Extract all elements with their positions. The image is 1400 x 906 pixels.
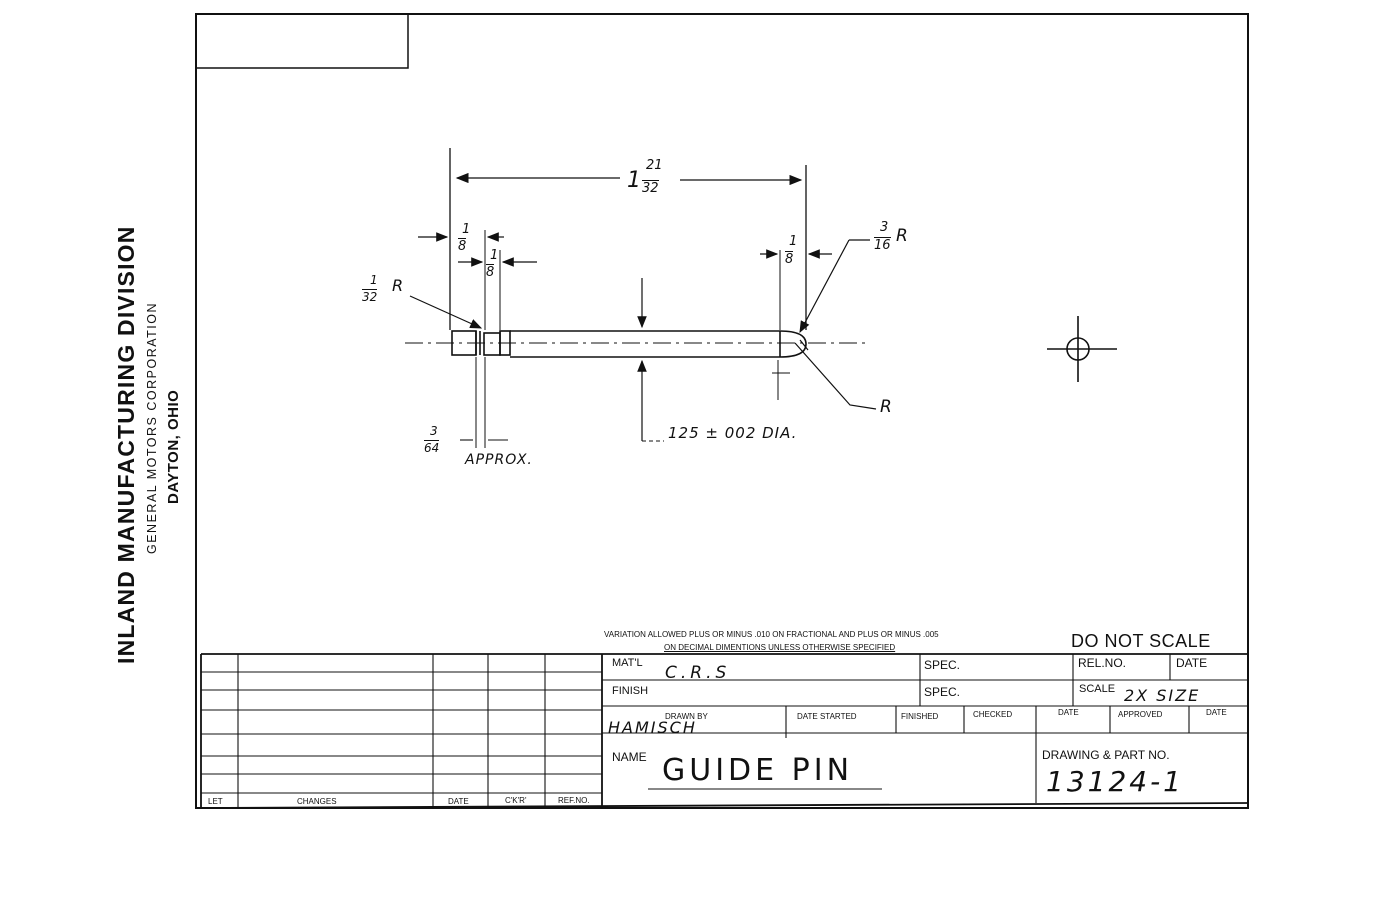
finished-label: FINISHED [901,712,939,721]
spec-label-2: SPEC. [924,685,961,699]
length-denominator: 32 [642,180,659,196]
do-not-scale: DO NOT SCALE [1071,631,1211,651]
date-label-3: DATE [1206,708,1227,717]
groove-width-den: 8 [486,264,495,280]
tip-offset-num: 1 [789,234,798,249]
date-label-1: DATE [1176,656,1208,670]
scale-value: 2X SIZE [1124,686,1201,705]
tip-radius-den: 16 [874,237,891,253]
end-radius-note: R [880,397,892,417]
material-value: C.R.S [665,663,731,683]
name-label: NAME [612,750,647,764]
release-number-label: REL.NO. [1078,656,1127,670]
drawn-by-value: HAMISCH [608,718,697,737]
drawing-part-number-value: 13124-1 [1046,765,1184,798]
date-started-label: DATE STARTED [797,712,857,721]
drawn-by-label: DRAWN BY [665,712,708,721]
revision-ref-no-header: REF.NO. [558,796,590,805]
spec-label-1: SPEC. [924,658,961,672]
length-whole: 1 [627,168,641,193]
finish-label: FINISH [612,685,649,697]
collar-num: 3 [430,424,438,438]
revision-date-header: DATE [448,797,469,806]
collar-approx-note: APPROX. [465,452,533,468]
tolerance-note-line-2: ON DECIMAL DIMENTIONS UNLESS OTHERWISE S… [664,643,896,652]
drawing-part-number-label: DRAWING & PART NO. [1042,748,1170,762]
sheet-border [195,13,1249,809]
scale-label: SCALE [1079,683,1116,695]
revision-changes-header: CHANGES [297,797,337,806]
head-width-den: 8 [458,238,467,254]
groove-width-num: 1 [490,248,499,263]
material-label: MAT'L [612,657,643,669]
corner-box [195,13,409,69]
tolerance-note-line-1: VARIATION ALLOWED PLUS OR MINUS .010 ON … [604,630,939,639]
revision-checker-header: C'K'R' [505,796,527,805]
checked-label: CHECKED [973,710,1013,719]
guide-pin-part [451,330,807,358]
tip-radius-suffix: R [896,226,908,246]
crosshair-target [1047,316,1117,382]
head-width-num: 1 [462,222,471,237]
collar-den: 64 [424,440,440,455]
groove-radius-den: 32 [362,289,378,304]
groove-radius-suffix: R [392,276,404,295]
approved-label: APPROVED [1118,710,1163,719]
part-name-value: GUIDE PIN [662,753,854,788]
diameter-note: 125 ± 002 DIA. [668,424,798,442]
length-numerator: 21 [646,158,663,173]
tip-radius-num: 3 [880,220,889,235]
tip-offset-den: 8 [785,251,794,267]
groove-radius-num: 1 [370,273,378,287]
revision-letter-header: LET [208,797,223,806]
date-label-2: DATE [1058,708,1079,717]
